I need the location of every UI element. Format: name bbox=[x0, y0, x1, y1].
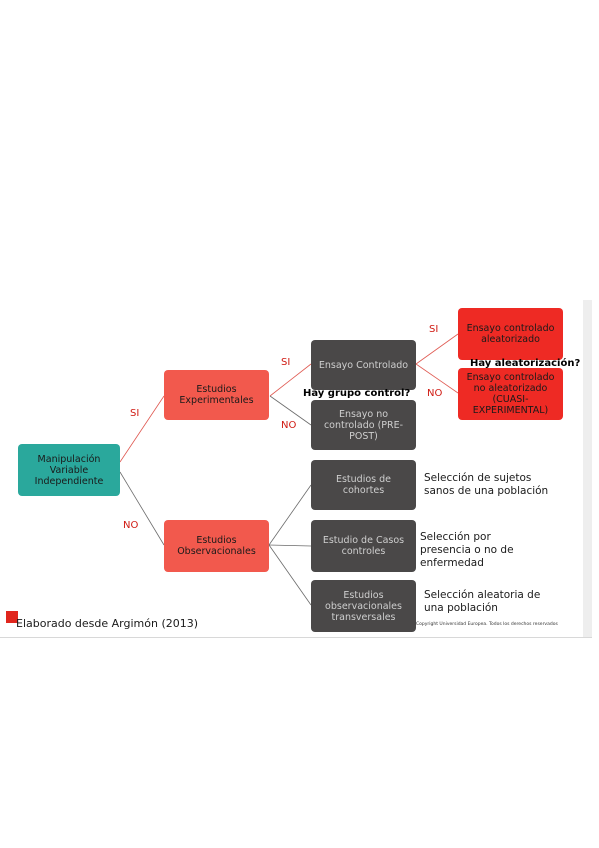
note-cohortes: Selección de sujetos sanos de una poblac… bbox=[424, 472, 549, 497]
node-ensayo-controlado: Ensayo Controlado bbox=[311, 340, 416, 390]
label-no-2: NO bbox=[281, 420, 297, 431]
node-ensayo-no-controlado: Ensayo no controlado (PRE-POST) bbox=[311, 400, 416, 450]
node-experimentales: Estudios Experimentales bbox=[164, 370, 269, 420]
node-observacionales: Estudios Observacionales bbox=[164, 520, 269, 572]
footer-source: Elaborado desde Argimón (2013) bbox=[16, 617, 199, 630]
note-transversal: Selección aleatoria de una población bbox=[424, 589, 541, 614]
label-si-2: SI bbox=[281, 357, 291, 368]
question-grupo-control: Hay grupo control? bbox=[303, 388, 411, 399]
copyright-text: Copyright Universidad Europea. Todos los… bbox=[416, 622, 558, 627]
node-ensayo-no-aleatorizado: Ensayo controlado no aleatorizado (CUASI… bbox=[458, 368, 563, 420]
node-casos-controles: Estudio de Casos controles bbox=[311, 520, 416, 572]
node-cohortes: Estudios de cohortes bbox=[311, 460, 416, 510]
label-no-3: NO bbox=[427, 388, 443, 399]
link-si-3 bbox=[415, 333, 459, 365]
node-ensayo-aleatorizado: Ensayo controlado aleatorizado bbox=[458, 308, 563, 360]
note-casos: Selección por presencia o no de enfermed… bbox=[420, 531, 514, 569]
link-no-3 bbox=[415, 363, 459, 394]
node-manipulacion: Manipulación Variable Independiente bbox=[18, 444, 120, 496]
link-si-1 bbox=[119, 395, 165, 463]
slide-divider bbox=[0, 637, 592, 638]
label-si-3: SI bbox=[429, 324, 439, 335]
link-no-1 bbox=[119, 471, 165, 546]
label-si-1: SI bbox=[130, 408, 140, 419]
link-no-2 bbox=[269, 395, 312, 426]
question-aleatorizacion: Hay aleatorización? bbox=[470, 358, 581, 369]
footer-marker bbox=[6, 611, 18, 623]
link-casos bbox=[268, 544, 312, 547]
link-cohortes bbox=[268, 484, 312, 546]
link-si-2 bbox=[269, 363, 312, 397]
node-transversales: Estudios observacionales transversales bbox=[311, 580, 416, 632]
link-transversal bbox=[268, 544, 312, 606]
label-no-1: NO bbox=[123, 520, 139, 531]
slide-edge bbox=[583, 300, 592, 638]
